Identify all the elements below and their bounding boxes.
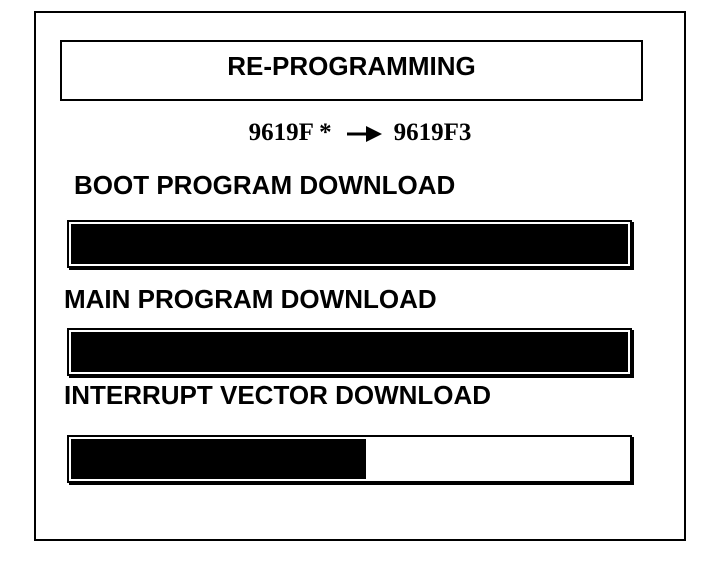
main-download-progress-bar	[67, 328, 632, 376]
screen-title: RE-PROGRAMMING	[227, 51, 476, 81]
current-version: 9619F *	[248, 119, 332, 146]
main-download-label: MAIN PROGRAM DOWNLOAD	[64, 284, 437, 314]
boot-download-progress-bar	[67, 220, 632, 268]
interrupt-vector-download-label: INTERRUPT VECTOR DOWNLOAD	[64, 380, 492, 410]
reprogramming-screen: RE-PROGRAMMING 9619F * 9619F3 BOOT PROGR…	[34, 11, 686, 541]
boot-download-label: BOOT PROGRAM DOWNLOAD	[74, 170, 456, 200]
boot-download-progress-fill	[71, 224, 628, 264]
interrupt-vector-download-progress-fill	[71, 439, 366, 479]
interrupt-vector-download-progress-bar	[67, 435, 632, 483]
right-arrow-icon	[346, 126, 382, 142]
version-line: 9619F * 9619F3	[36, 119, 684, 147]
title-box: RE-PROGRAMMING	[60, 40, 643, 101]
target-version: 9619F3	[393, 119, 472, 146]
main-download-progress-fill	[71, 332, 628, 372]
